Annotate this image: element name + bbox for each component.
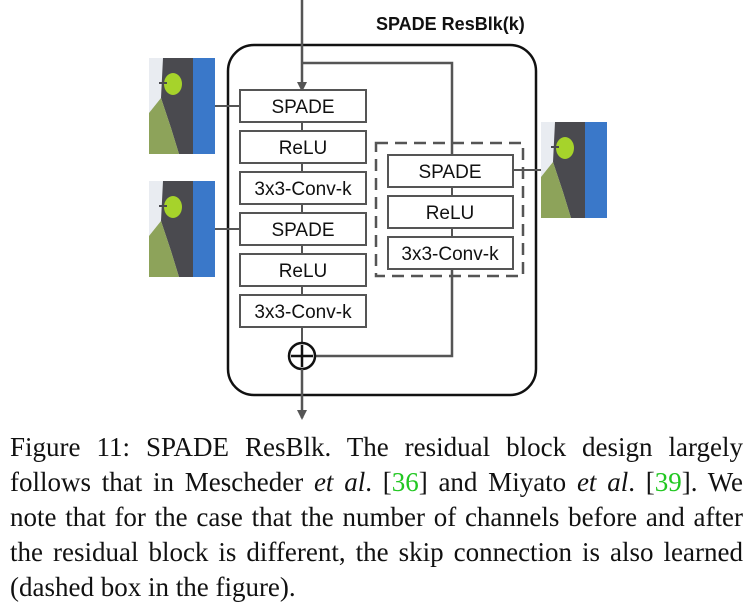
segmap-image-1 — [149, 58, 215, 154]
caption-title: SPADE ResBlk. — [145, 432, 332, 462]
skip-connection-line — [302, 61, 454, 155]
caption-text-2: . [ — [365, 467, 392, 497]
figure-caption: Figure 11: SPADE ResBlk. The residual bl… — [10, 430, 743, 605]
conv-2-box — [239, 294, 367, 328]
relu-2-label: ReLU — [279, 261, 328, 282]
learned-skip-dashed-box — [374, 141, 525, 278]
skip-spade-label: SPADE — [418, 162, 481, 183]
relu-1-label: ReLU — [279, 138, 328, 159]
caption-text-4: . [ — [628, 467, 655, 497]
skip-spade-box — [387, 154, 514, 188]
caption-text-3: ] and Miyato — [418, 467, 567, 497]
main-path: SPADE ReLU 3x3-Conv-k SPADE ReLU 3x3-Con… — [239, 89, 367, 343]
citation-link-39[interactable]: 39 — [654, 467, 682, 497]
spade-1-box — [239, 89, 367, 123]
caption-label: Figure 11: — [10, 432, 130, 462]
spade-1-label: SPADE — [271, 97, 334, 118]
block-title: SPADE ResBlk(k) — [376, 14, 525, 34]
conv-1-label: 3x3-Conv-k — [254, 179, 352, 200]
segmap-image-2 — [149, 181, 215, 277]
skip-relu-label: ReLU — [426, 203, 475, 224]
skip-path: SPADE ReLU 3x3-Conv-k — [387, 154, 514, 270]
sum-node-icon — [287, 341, 317, 371]
skip-to-sum-line — [316, 269, 454, 358]
spade-resblk-diagram: SPADE ResBlk(k) SPADE ReLU 3x3-Conv-k SP… — [149, 0, 607, 420]
caption-et-al-2: et al — [576, 467, 629, 497]
skip-conv-label: 3x3-Conv-k — [401, 244, 499, 265]
caption-text-1: The residual block design largely follow… — [10, 432, 743, 497]
spade-2-box — [239, 212, 367, 246]
citation-link-36[interactable]: 36 — [391, 467, 419, 497]
segmap-image-3 — [541, 122, 607, 218]
conv-2-label: 3x3-Conv-k — [254, 302, 352, 323]
caption-et-al-1: et al — [313, 467, 366, 497]
skip-relu-box — [387, 195, 514, 229]
skip-conv-box — [387, 236, 514, 270]
resblk-container — [226, 43, 538, 397]
caption-text-5: ]. We note that for the case that the nu… — [10, 467, 744, 602]
spade-2-label: SPADE — [271, 220, 334, 241]
